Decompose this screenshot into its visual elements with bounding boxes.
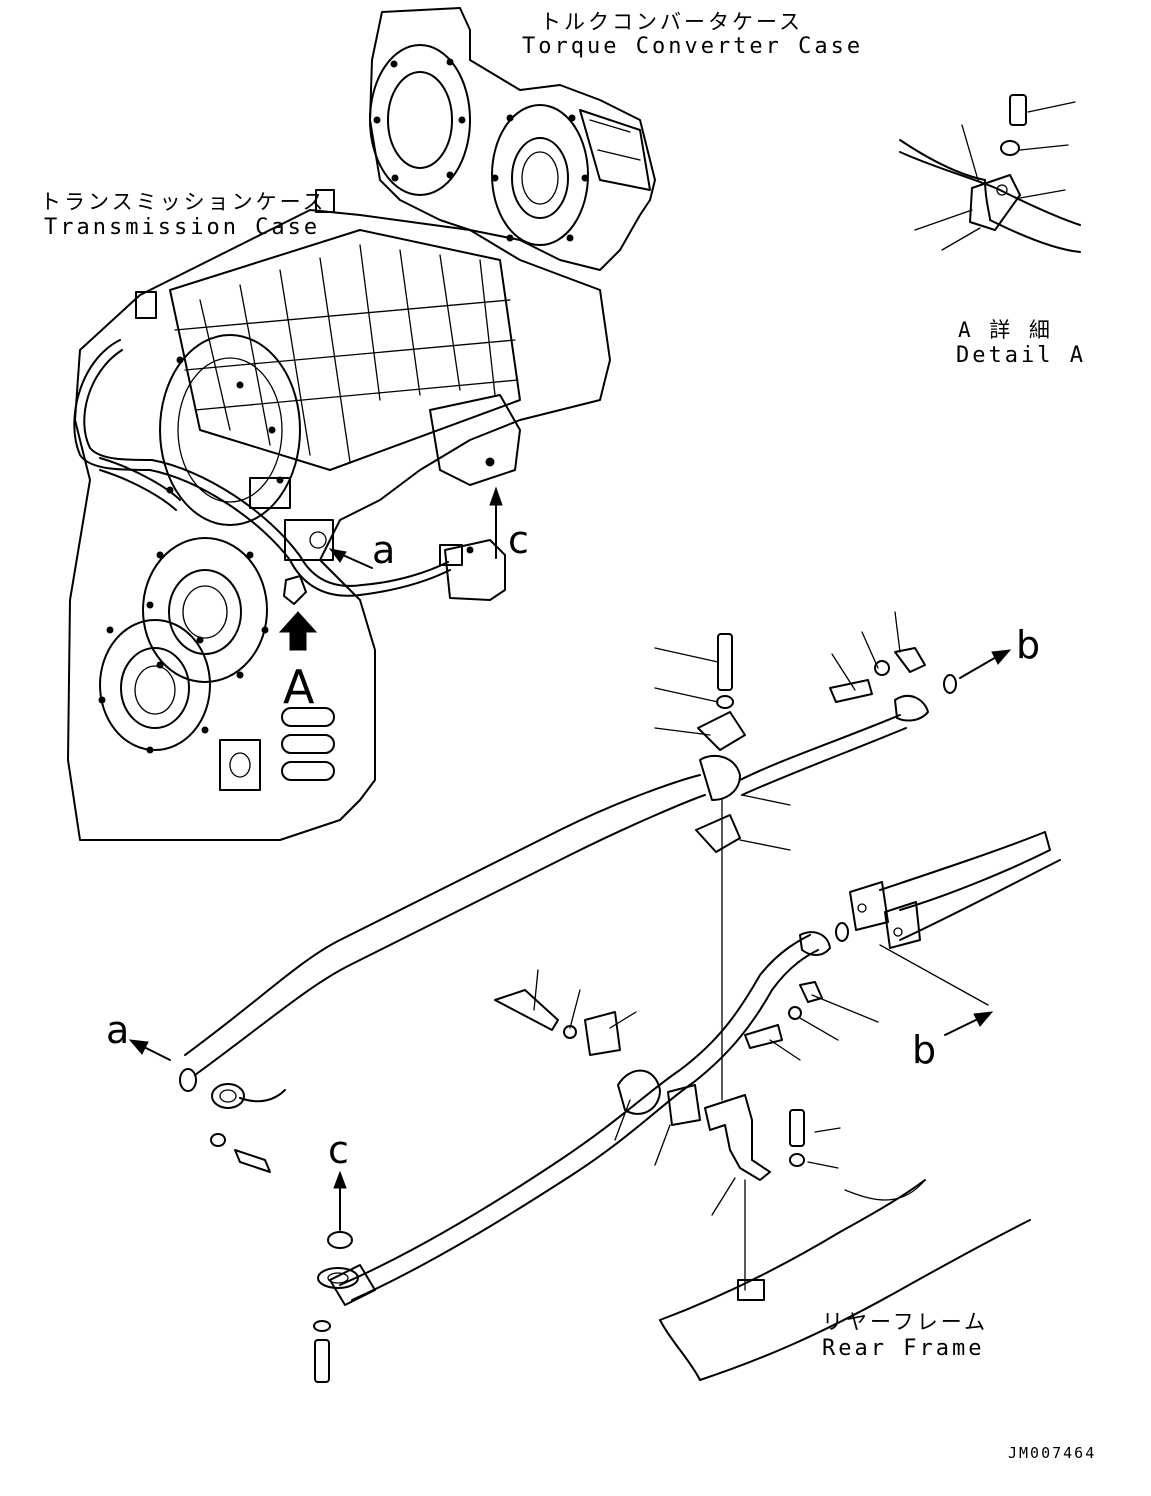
transmission-label-jp: トランスミッションケース	[40, 190, 327, 214]
rear-frame-label-en: Rear Frame	[822, 1336, 985, 1361]
rear-frame-label-jp: リヤーフレーム	[822, 1310, 989, 1334]
detail-a-view	[899, 94, 1081, 253]
transmission-label-en: Transmission Case	[44, 215, 321, 240]
upper-reference-arrows	[278, 486, 503, 651]
upper-hose-assembly	[179, 633, 957, 1173]
detail-a-label-jp: A 詳 細	[958, 318, 1053, 342]
transmission-hoses	[73, 339, 506, 605]
rear-frame-members	[659, 831, 1061, 1381]
ref-a-upper: a	[372, 528, 396, 572]
detail-a-label-en: Detail A	[956, 343, 1086, 368]
ref-b-lower: b	[912, 1028, 937, 1072]
torque-converter-label-en: Torque Converter Case	[522, 34, 864, 59]
ref-c-lower: c	[328, 1128, 349, 1172]
drawing-number: JM007464	[1008, 1444, 1097, 1462]
ref-c-upper: c	[508, 518, 529, 562]
view-a-marker: A	[283, 660, 315, 714]
lower-hose-assembly	[313, 611, 901, 1383]
ref-a-lower: a	[106, 1008, 130, 1052]
ref-b-upper: b	[1016, 623, 1041, 667]
lower-reference-arrows	[128, 649, 1012, 1231]
torque-converter-label-jp: トルクコンバータケース	[540, 10, 803, 34]
transmission-case	[67, 189, 611, 841]
torque-converter-case	[369, 7, 656, 271]
